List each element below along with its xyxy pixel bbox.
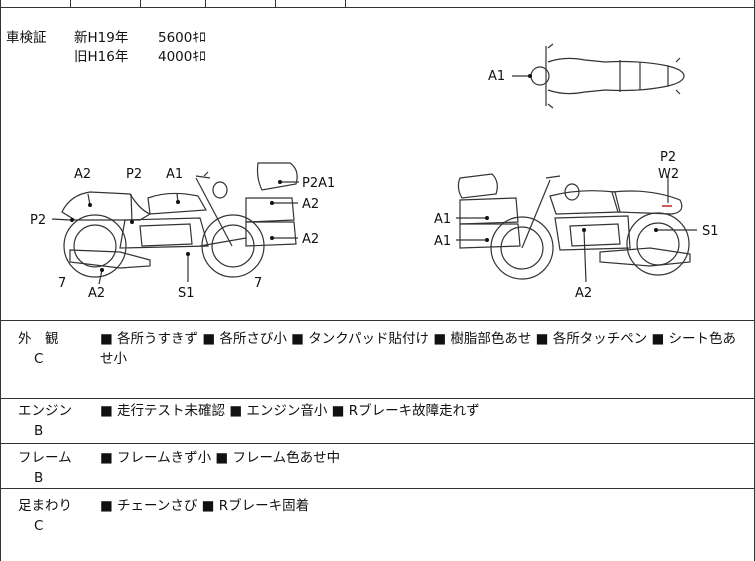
inspection-mileage: 4000ｷﾛ: [158, 49, 206, 65]
divider: [0, 320, 755, 321]
code-left-a2-box-low: A2: [302, 232, 319, 247]
section-grade: C: [34, 518, 44, 534]
inspection-row-new: 車検証 新H19年 5600ｷﾛ: [6, 29, 206, 48]
code-left-a2-bottom: A2: [88, 286, 105, 301]
inspection-label: 車検証: [6, 30, 47, 46]
damage-diagram: A1 A2 P2 A1 P2 7 A2 S1 7 P2A1 A2 A2 P2 W…: [30, 43, 719, 301]
section-suspension: 足まわり C: [18, 497, 72, 535]
code-left-p2-side: P2: [30, 213, 46, 228]
inspection-mileage: 5600ｷﾛ: [158, 30, 206, 46]
code-left-a2-box: A2: [302, 197, 319, 212]
inspection-era: 旧H16年: [74, 49, 129, 65]
section-grade: C: [34, 351, 44, 367]
section-notes-suspension: ■ チェーンさび ■ Rブレーキ固着: [100, 498, 310, 514]
code-left-7-rear: 7: [254, 276, 262, 291]
code-right-p2: P2: [660, 150, 676, 165]
motorcycle-top-view: [512, 43, 685, 109]
section-frame: フレーム B: [18, 449, 72, 487]
code-left-s1: S1: [178, 286, 195, 301]
code-right-w2: W2: [658, 167, 679, 182]
section-name: エンジン: [18, 403, 72, 419]
section-name: 足まわり: [18, 498, 72, 514]
code-left-p2: P2: [126, 167, 142, 182]
code-left-7: 7: [58, 276, 66, 291]
section-notes-exterior: ■ 各所うすきず ■ 各所さび小 ■ タンクパッド貼付け ■ 樹脂部色あせ ■ …: [100, 331, 737, 367]
code-top-a1: A1: [488, 69, 505, 84]
code-left-a2: A2: [74, 167, 91, 182]
code-left-a1: A1: [166, 167, 183, 182]
inspection-era: 新H19年: [74, 30, 129, 46]
code-right-a2: A2: [575, 286, 592, 301]
code-right-a1-low: A1: [434, 234, 451, 249]
code-left-p2a1: P2A1: [302, 176, 335, 191]
section-notes-frame: ■ フレームきず小 ■ フレーム色あせ中: [100, 450, 341, 466]
divider: [0, 443, 755, 444]
divider: [0, 7, 755, 8]
divider: [0, 398, 755, 399]
inspection-certificate: 車検証 新H19年 5600ｷﾛ 旧H16年 4000ｷﾛ: [6, 29, 206, 67]
section-engine: エンジン B: [18, 402, 72, 440]
border-left: [0, 0, 1, 561]
section-name: 外 観: [18, 331, 59, 347]
top-table-strip: [0, 0, 755, 7]
section-name: フレーム: [18, 450, 72, 466]
divider: [0, 488, 755, 489]
section-grade: B: [34, 423, 44, 439]
section-notes-engine: ■ 走行テスト未確認 ■ エンジン音小 ■ Rブレーキ故障走れず: [100, 403, 480, 419]
inspection-row-old: 旧H16年 4000ｷﾛ: [6, 48, 206, 67]
code-right-a1: A1: [434, 212, 451, 227]
motorcycle-right-view: [456, 173, 697, 283]
section-exterior: 外 観 C: [18, 330, 59, 368]
code-right-s1: S1: [702, 224, 719, 239]
section-grade: B: [34, 470, 44, 486]
